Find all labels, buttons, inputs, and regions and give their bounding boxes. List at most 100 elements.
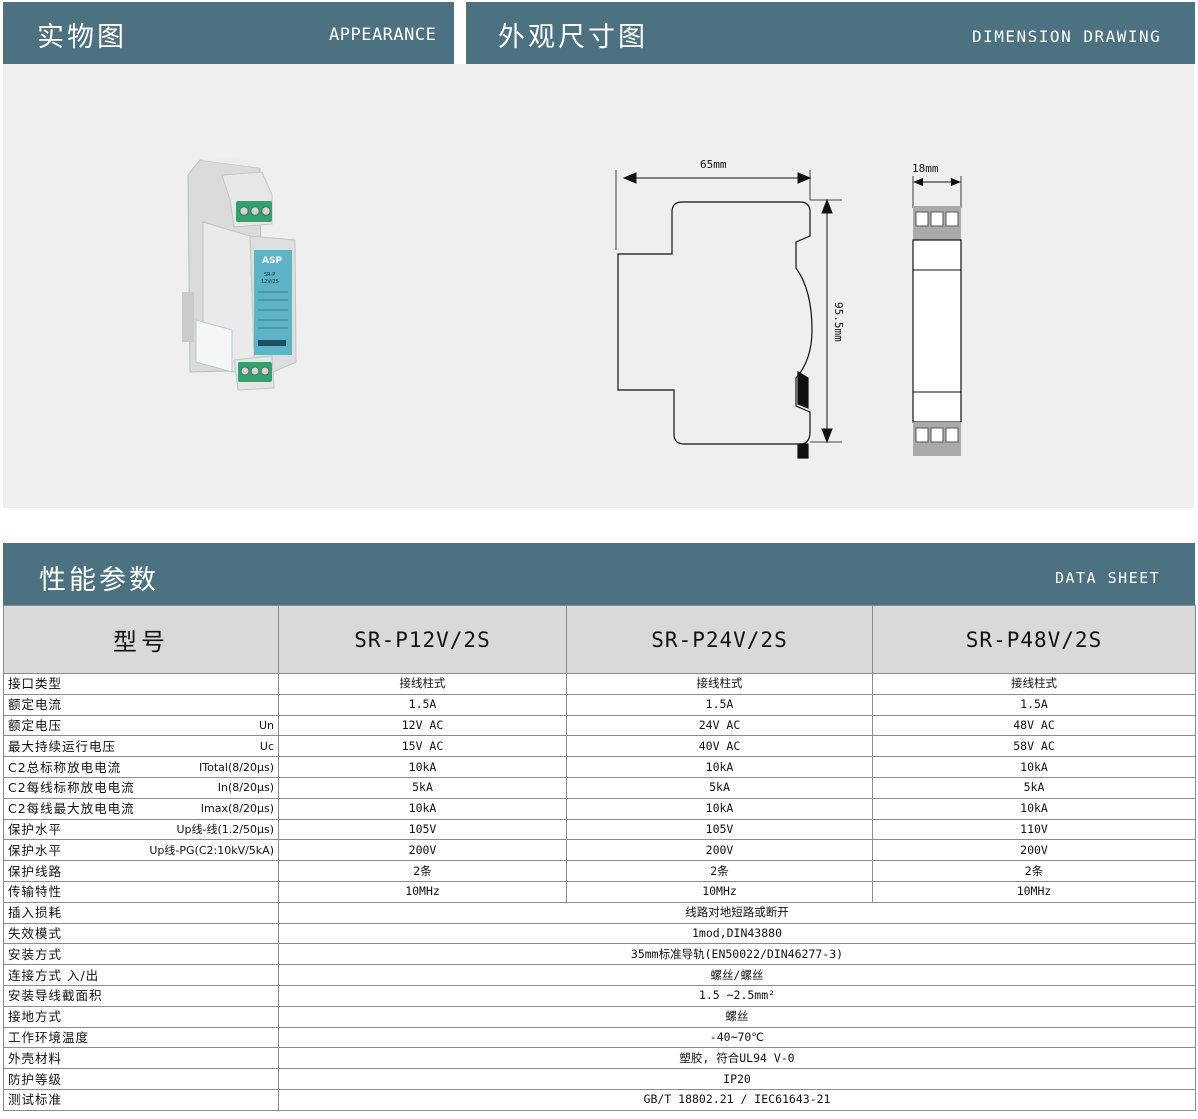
param-label: C2每线最大放电电流 xyxy=(8,801,135,817)
param-cell: 额定电流 xyxy=(3,693,279,716)
param-label: 额定电流 xyxy=(8,697,63,713)
height-dimension xyxy=(821,198,833,444)
param-label: 安装导线截面积 xyxy=(8,988,103,1004)
table-row: 接口类型接线柱式接线柱式接线柱式 xyxy=(3,673,1196,695)
depth-label: 18mm xyxy=(912,162,939,175)
value-cell: 10kA xyxy=(278,797,567,820)
table-row: 安装导线截面积 1.5 ~2.5mm² xyxy=(3,984,1196,1007)
value-cell: 58V AC xyxy=(872,735,1196,758)
param-cell: C2总标称放电电流 ITotal(8/20μs) xyxy=(3,756,279,778)
param-label: 接口类型 xyxy=(8,676,63,692)
param-cell: 失效模式 xyxy=(3,922,279,945)
appearance-title-cn: 实物图 xyxy=(37,22,127,53)
product-and-dimension-drawing: ASP SR-P 12V/2S 65mm xyxy=(182,158,962,459)
value-cell: 1.5A xyxy=(566,693,873,716)
value-cell: 10kA xyxy=(566,756,873,778)
value-cell: 105V xyxy=(278,818,567,841)
merged-value-cell: GB/T 18802.21 / IEC61643-21 xyxy=(278,1088,1196,1111)
value-cell: 12V AC xyxy=(278,714,567,737)
param-cell: 安装导线截面积 xyxy=(3,984,279,1007)
product-variant: 12V/2S xyxy=(261,279,279,285)
param-cell: 最大持续运行电压 Uc xyxy=(3,735,279,758)
param-cell: 传输特性 xyxy=(3,880,279,903)
value-cell: 200V xyxy=(872,839,1196,862)
front-view-drawing xyxy=(912,176,962,456)
param-label: 连接方式 入/出 xyxy=(8,967,100,983)
param-cell: 工作环境温度 xyxy=(3,1026,279,1049)
param-label: 传输特性 xyxy=(8,884,63,900)
param-cell: 连接方式 入/出 xyxy=(3,964,279,986)
value-cell: 5kA xyxy=(566,776,873,799)
merged-value-cell: 螺丝 xyxy=(278,1005,1196,1028)
merged-value-cell: 螺丝/螺丝 xyxy=(278,964,1196,986)
value-cell: 10kA xyxy=(278,756,567,778)
param-label: 失效模式 xyxy=(8,925,63,941)
width-label: 65mm xyxy=(700,158,727,171)
merged-value-cell: 35mm标准导轨(EN50022/DIN46277-3) xyxy=(278,943,1196,966)
param-label: 接地方式 xyxy=(8,1009,63,1025)
param-label: 保护水平 xyxy=(8,821,63,837)
param-label: C2总标称放电电流 xyxy=(8,759,122,775)
model-header: SR-P48V/2S xyxy=(872,605,1196,674)
param-label: 防护等级 xyxy=(8,1071,63,1087)
model-header: SR-P12V/2S xyxy=(278,605,567,674)
table-row: 外壳材料塑胶, 符合UL94 V-0 xyxy=(3,1047,1196,1070)
param-symbol: Uc xyxy=(259,739,274,753)
product-model: SR-P xyxy=(264,272,275,278)
param-cell: 保护线路 xyxy=(3,860,279,882)
model-header: SR-P24V/2S xyxy=(566,605,873,674)
table-row: 接地方式 螺丝 xyxy=(3,1005,1196,1028)
table-row: 安装方式 35mm标准导轨(EN50022/DIN46277-3) xyxy=(3,943,1196,966)
table-row: 测试标准 GB/T 18802.21 / IEC61643-21 xyxy=(3,1088,1196,1111)
model-column-header: 型号 xyxy=(3,605,279,674)
table-row: 插入损耗 线路对地短路或断开 xyxy=(3,901,1196,924)
merged-value-cell: -40~70℃ xyxy=(278,1026,1196,1049)
appearance-title-en: APPEARANCE xyxy=(329,25,437,45)
param-label: 安装方式 xyxy=(8,946,63,962)
merged-value-cell: 1.5 ~2.5mm² xyxy=(278,984,1196,1007)
value-cell: 200V xyxy=(566,839,873,862)
value-cell: 110V xyxy=(872,818,1196,841)
param-symbol: In(8/20μs) xyxy=(217,781,274,795)
param-label: 外壳材料 xyxy=(8,1050,63,1066)
datasheet-title-en: DATA SHEET xyxy=(1055,569,1161,587)
param-symbol: Imax(8/20μs) xyxy=(200,802,274,816)
param-symbol: ITotal(8/20μs) xyxy=(199,760,274,774)
param-label: 测试标准 xyxy=(8,1092,63,1108)
value-cell: 2条 xyxy=(278,860,567,882)
param-label: 插入损耗 xyxy=(8,905,63,921)
value-cell: 200V xyxy=(278,839,567,862)
dimension-title-en: DIMENSION DRAWING xyxy=(972,27,1162,46)
value-cell: 10MHz xyxy=(872,880,1196,903)
value-cell: 接线柱式 xyxy=(872,673,1196,695)
param-cell: 防护等级 xyxy=(3,1068,279,1090)
datasheet-header: 性能参数 DATA SHEET xyxy=(3,543,1195,605)
dimension-title-cn: 外观尺寸图 xyxy=(498,22,648,53)
param-cell: 保护水平 Up线-线(1.2/50μs) xyxy=(3,818,279,841)
param-symbol: Up线-线(1.2/50μs) xyxy=(176,822,274,836)
table-row: 工作环境温度-40~70℃ xyxy=(3,1026,1196,1049)
param-label: 保护线路 xyxy=(8,863,63,879)
param-cell: 接口类型 xyxy=(3,673,279,695)
param-label: 最大持续运行电压 xyxy=(8,738,117,754)
param-cell: 安装方式 xyxy=(3,943,279,966)
spec-table: 型号 SR-P12V/2S SR-P24V/2S SR-P48V/2S 接口类型… xyxy=(3,605,1196,1111)
dimension-header: 外观尺寸图 DIMENSION DRAWING xyxy=(466,2,1195,64)
value-cell: 24V AC xyxy=(566,714,873,737)
appearance-header: 实物图 APPEARANCE xyxy=(3,2,454,64)
value-cell: 10MHz xyxy=(278,880,567,903)
merged-value-cell: 线路对地短路或断开 xyxy=(278,901,1196,924)
